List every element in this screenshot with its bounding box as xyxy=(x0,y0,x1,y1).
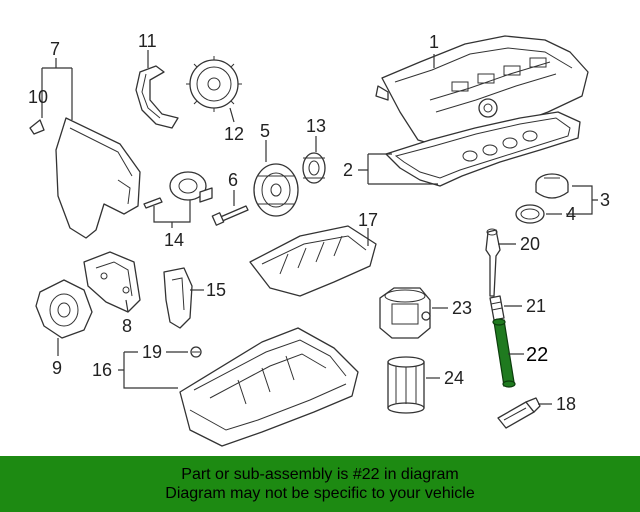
crankshaft-sprocket xyxy=(302,152,326,184)
callout-20: 20 xyxy=(520,234,540,254)
callout-1: 1 xyxy=(429,32,439,52)
callout-12: 12 xyxy=(224,124,244,144)
callout-14: 14 xyxy=(164,230,184,250)
oil-dipstick xyxy=(485,228,501,297)
oil-pump xyxy=(35,279,93,339)
callout-22: 22 xyxy=(526,344,548,366)
callout-11: 11 xyxy=(138,31,157,51)
drain-plug xyxy=(190,346,202,358)
callout-10: 10 xyxy=(28,87,48,107)
valve-cover-gasket xyxy=(385,111,581,187)
timing-belt-cover xyxy=(55,117,141,239)
oil-pan xyxy=(179,327,359,447)
bolt xyxy=(211,205,249,226)
callout-24: 24 xyxy=(444,368,464,388)
callout-9: 9 xyxy=(52,358,62,378)
oil-filter xyxy=(387,356,425,414)
belt-tensioner xyxy=(143,171,213,209)
banner-line-1: Part or sub-assembly is #22 in diagram xyxy=(181,466,459,483)
callout-15: 15 xyxy=(206,280,226,300)
callout-6: 6 xyxy=(228,170,238,190)
crankshaft-pulley xyxy=(253,163,299,217)
callout-19: 19 xyxy=(142,342,162,362)
mounting-bracket xyxy=(163,267,193,329)
dipstick-tube[interactable] xyxy=(492,318,516,388)
callout-16: 16 xyxy=(92,360,112,380)
camshaft-sprocket xyxy=(186,56,242,112)
banner-line-2: Diagram may not be specific to your vehi… xyxy=(165,485,475,502)
callout-7: 7 xyxy=(50,39,60,59)
rear-timing-cover xyxy=(83,251,141,313)
filler-cap-seal xyxy=(515,204,545,224)
callout-5: 5 xyxy=(260,121,270,141)
dipstick-funnel xyxy=(489,295,505,321)
callout-23: 23 xyxy=(452,298,472,318)
timing-belt xyxy=(135,65,179,129)
sealant-tube xyxy=(497,397,541,429)
callout-21: 21 xyxy=(526,296,546,316)
oil-filter-housing xyxy=(379,287,431,339)
callout-2: 2 xyxy=(343,160,353,180)
callout-18: 18 xyxy=(556,394,576,414)
callout-13: 13 xyxy=(306,116,326,136)
callout-17: 17 xyxy=(358,210,378,230)
callout-8: 8 xyxy=(122,316,132,336)
callout-4: 4 xyxy=(566,204,576,224)
oil-baffle xyxy=(249,225,377,297)
oil-filler-cap xyxy=(535,173,569,199)
info-banner: Part or sub-assembly is #22 in diagram D… xyxy=(0,456,640,512)
parts-diagram: 1 2 3 4 7 10 11 xyxy=(28,31,610,447)
callout-3: 3 xyxy=(600,190,610,210)
cover-clip xyxy=(29,119,45,135)
